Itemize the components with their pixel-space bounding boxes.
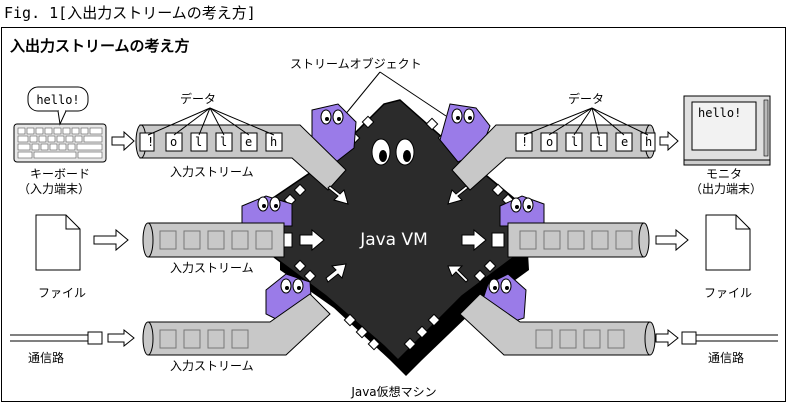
keyboard-speech-bubble: hello!	[27, 86, 89, 126]
figure-caption: Fig. 1[入出力ストリームの考え方]	[4, 4, 256, 22]
left-char: o	[170, 135, 177, 149]
stream-object-label: ストリームオブジェクト	[290, 56, 422, 71]
right-char: e	[621, 135, 628, 149]
output-stream-middle	[491, 222, 650, 258]
input-stream-top	[135, 124, 347, 191]
diagram-title: 入出力ストリームの考え方	[10, 37, 190, 55]
input-stream-label-middle: 入力ストリーム	[170, 261, 254, 275]
left-data-label: データ	[180, 91, 216, 106]
keyboard-sublabel: （入力端末）	[18, 182, 90, 196]
left-file-label: ファイル	[38, 286, 86, 300]
java-vm-caption: Java仮想マシン	[350, 384, 436, 399]
output-stream-bottom	[459, 293, 656, 356]
output-stream-top	[451, 124, 656, 191]
input-stream-middle	[142, 222, 293, 258]
right-file-icon	[705, 214, 751, 271]
keyboard-icon	[13, 123, 107, 163]
left-char: e	[245, 135, 252, 149]
left-char: !	[147, 135, 154, 149]
right-file-label: ファイル	[704, 286, 752, 300]
monitor-screen-text: hello!	[698, 106, 741, 120]
right-char: !	[521, 135, 528, 149]
left-char: h	[270, 135, 277, 149]
left-file-icon	[35, 214, 81, 271]
creature-mid-right	[499, 195, 545, 227]
right-network-cable	[655, 328, 778, 348]
right-network-label: 通信路	[708, 350, 744, 365]
left-streams	[10, 124, 349, 356]
right-char: l	[596, 135, 603, 149]
left-network-cable	[10, 328, 135, 348]
input-stream-label-bottom: 入力ストリーム	[170, 359, 254, 373]
java-vm-label: Java VM	[359, 230, 428, 250]
right-char: l	[571, 135, 578, 149]
monitor-icon: hello!	[683, 95, 771, 166]
left-network-label: 通信路	[28, 350, 64, 365]
monitor-label: モニタ	[706, 167, 742, 181]
right-streams	[447, 124, 778, 356]
keyboard-label: キーボード	[30, 167, 90, 181]
left-char: l	[195, 135, 202, 149]
keyboard-bubble-text: hello!	[36, 93, 79, 107]
right-char: o	[546, 135, 553, 149]
left-char: l	[220, 135, 227, 149]
right-data-chars: ! o l l e h	[521, 135, 652, 149]
input-stream-bottom	[142, 293, 331, 356]
monitor-sublabel: （出力端末）	[690, 182, 762, 196]
right-data-label: データ	[568, 91, 604, 106]
input-stream-label-top: 入力ストリーム	[170, 165, 254, 179]
left-data-chars: ! o l l e h	[147, 135, 277, 149]
right-char: h	[645, 135, 652, 149]
